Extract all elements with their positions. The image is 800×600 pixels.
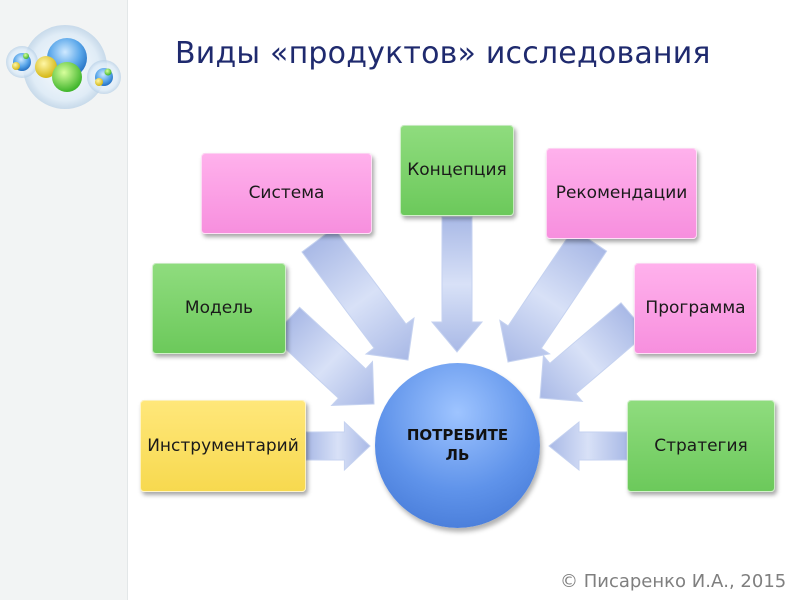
bubbles-logo-icon <box>6 25 121 109</box>
node-model: Модель <box>152 263 286 354</box>
node-programma-label: Программа <box>645 298 746 319</box>
node-rekomendatsii-label: Рекомендации <box>555 183 688 204</box>
arrow-from-instrumentariy <box>305 420 371 472</box>
node-rekomendatsii: Рекомендации <box>546 148 697 239</box>
node-programma: Программа <box>634 263 757 354</box>
node-model-label: Модель <box>184 298 254 319</box>
node-instrumentariy-label: Инструментарий <box>147 435 299 456</box>
node-sistema-label: Система <box>248 183 325 204</box>
arrow-from-sistema <box>301 227 415 361</box>
slide-title: Виды «продуктов» исследования <box>175 36 711 71</box>
node-kontseptsiya: Концепция <box>400 125 514 216</box>
center-circle-consumer: ПОТРЕБИТЕЛЬ <box>375 363 540 528</box>
node-strategiya: Стратегия <box>627 400 775 492</box>
node-kontseptsiya-label: Концепция <box>407 160 507 181</box>
arrow-from-rekomendatsii <box>499 228 608 363</box>
arrow-from-programma <box>539 302 648 402</box>
node-instrumentariy: Инструментарий <box>140 400 306 492</box>
center-label: ПОТРЕБИТЕЛЬ <box>406 426 509 464</box>
copyright-text: © Писаренко И.А., 2015 <box>560 571 787 592</box>
node-sistema: Система <box>201 153 372 234</box>
node-strategiya-label: Стратегия <box>654 435 748 456</box>
arrow-from-strategiya <box>548 420 628 472</box>
arrow-from-kontseptsiya <box>430 216 484 353</box>
